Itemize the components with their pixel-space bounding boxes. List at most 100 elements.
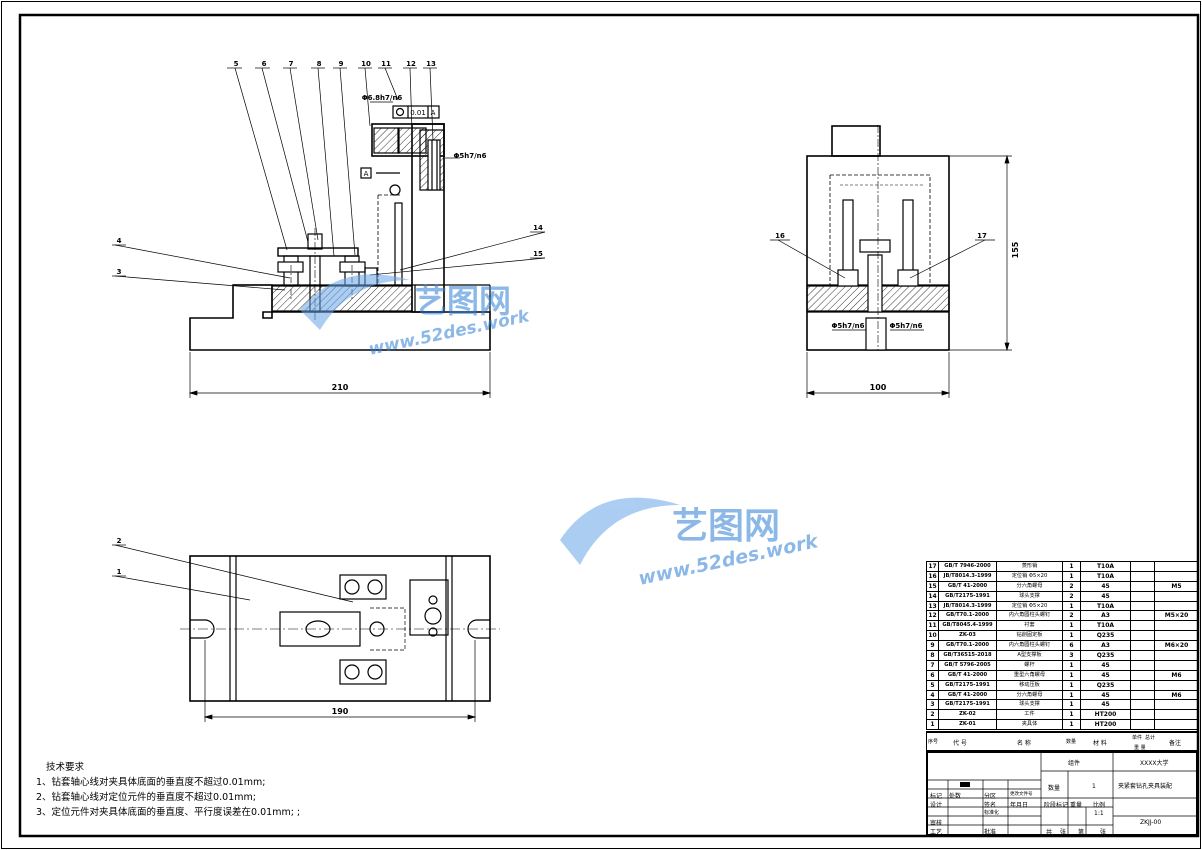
bom-cell-note	[1154, 719, 1199, 731]
bom-cell-qty: 1	[1062, 679, 1081, 691]
bom-cell-note: M6	[1154, 669, 1199, 681]
bom-cell-qty: 1	[1062, 659, 1081, 671]
bom-cell-code: GB/T 5796-2005	[938, 659, 997, 671]
tol-datum: A	[431, 109, 436, 117]
bom-cell-qty: 2	[1062, 590, 1081, 602]
title-block-grid	[928, 753, 1196, 834]
bom-cell-name: 内六角圆柱头螺钉	[996, 610, 1063, 622]
tb-row-mark: 标记	[930, 793, 943, 800]
bom-cell-note	[1154, 600, 1199, 612]
bom-cell-code: GB/T8045.4-1999	[938, 620, 997, 632]
bom-cell-no: 9	[926, 640, 939, 652]
tb-qty: 1	[1092, 783, 1096, 790]
bom-cell-note: M6×20	[1154, 640, 1199, 652]
tb-row-sign: 签名	[984, 802, 997, 809]
tb-assembly: 组件	[1068, 760, 1081, 767]
bom-cell-note	[1154, 699, 1199, 711]
tb-row-change: 更改文件号	[1010, 792, 1033, 797]
bom-cell-no: 14	[926, 590, 939, 602]
balloon-1: 1	[117, 568, 122, 576]
bom-cell-weight	[1130, 630, 1155, 642]
bom-cell-qty: 1	[1062, 689, 1081, 701]
tb-sheet-no-a: 第	[1078, 829, 1085, 836]
bom-cell-qty: 1	[1062, 709, 1081, 721]
hdr-single: 单件	[1132, 735, 1143, 741]
bom-cell-qty: 1	[1062, 561, 1081, 572]
bom-cell-name: 分六角螺母	[996, 580, 1063, 592]
fit-main-dim: Φ6.8h7/n6	[362, 94, 403, 102]
note-3: 3、定位元件对夹具体底面的垂直度、平行度误差在0.01mm; ;	[36, 807, 301, 818]
bom-cell-code: GB/T2175-1991	[938, 679, 997, 691]
tb-code: ZKJJ-00	[1140, 819, 1162, 826]
bom-cell-note	[1154, 679, 1199, 691]
bom-cell-qty: 1	[1062, 600, 1081, 612]
tb-qty-label: 数量	[1048, 785, 1061, 792]
bom-cell-note	[1154, 659, 1199, 671]
bom-cell-no: 11	[926, 620, 939, 632]
watermark-brand: 艺图网	[415, 282, 511, 320]
bom-cell-code: ZK-01	[938, 719, 997, 731]
bom-cell-no: 3	[926, 699, 939, 711]
bom-cell-name: 球头支撑	[996, 699, 1063, 711]
bom-cell-mat: 45	[1080, 590, 1131, 602]
tb-role-review: 审核	[930, 820, 943, 827]
bom-cell-name: 夹具体	[996, 719, 1063, 731]
balloon-5: 5	[234, 60, 239, 68]
fit-left-dim: Φ5h7/n6	[831, 322, 864, 330]
technical-requirements: 技术要求 1、钻套轴心线对夹具体底面的垂直度不超过0.01mm; 2、钻套轴心线…	[36, 760, 300, 820]
tb-row-date: 年月日	[1010, 802, 1029, 809]
bom-cell-name: 螺杆	[996, 659, 1063, 671]
fit-right-dim: Φ5h7/n6	[889, 322, 922, 330]
bom-cell-note: M5×20	[1154, 610, 1199, 622]
hdr-weight: 重 量	[1134, 745, 1146, 751]
bom-cell-name: 重型六角螺母	[996, 669, 1063, 681]
bom-cell-weight	[1130, 659, 1155, 671]
bom-cell-note: M6	[1154, 689, 1199, 701]
bom-cell-note	[1154, 561, 1199, 572]
bom-cell-no: 4	[926, 689, 939, 701]
bom-cell-mat: 45	[1080, 580, 1131, 592]
bom-cell-name: 定位销 Φ5×20	[996, 600, 1063, 612]
bom-cell-weight	[1130, 640, 1155, 652]
balloon-10: 10	[361, 60, 371, 68]
bom-cell-weight	[1130, 699, 1155, 711]
balloon-16: 16	[775, 232, 785, 240]
tb-role-process: 工艺	[930, 829, 943, 836]
bom-cell-note	[1154, 570, 1199, 582]
tol-value: 0.01	[410, 109, 426, 117]
side-view	[770, 125, 1012, 398]
tb-scale: 1:1	[1094, 810, 1104, 817]
inner-frame	[18, 13, 1200, 838]
bom-cell-mat: Q235	[1080, 679, 1131, 691]
bom-cell-code: GB/T 41-2000	[938, 689, 997, 701]
balloon-4: 4	[117, 237, 122, 245]
front-view: 0.01 A A	[112, 67, 546, 398]
balloon-8: 8	[317, 60, 322, 68]
tb-drawing-name: 夹紧套钻孔夹具装配	[1118, 783, 1173, 790]
bom-cell-mat: Q235	[1080, 650, 1131, 661]
bom-cell-qty: 1	[1062, 620, 1081, 632]
bom-cell-weight	[1130, 590, 1155, 602]
bom-cell-code: GB/T70.1-2000	[938, 610, 997, 622]
bom-cell-code: GB/T2175-1991	[938, 590, 997, 602]
bom-cell-weight	[1130, 570, 1155, 582]
bom-cell-qty: 3	[1062, 650, 1081, 661]
note-1: 1、钻套轴心线对夹具体底面的垂直度不超过0.01mm;	[36, 777, 266, 788]
bom-cell-qty: 1	[1062, 699, 1081, 711]
width-dim-210: 210	[332, 383, 349, 392]
bom-cell-qty: 1	[1062, 719, 1081, 731]
bom-cell-name: 定位销 Φ5×20	[996, 570, 1063, 582]
bom-cell-weight	[1130, 709, 1155, 721]
bom-cell-mat: T10A	[1080, 561, 1131, 572]
bom-cell-weight	[1130, 719, 1155, 731]
balloon-12: 12	[406, 60, 416, 68]
bom-cell-code: ZK-02	[938, 709, 997, 721]
